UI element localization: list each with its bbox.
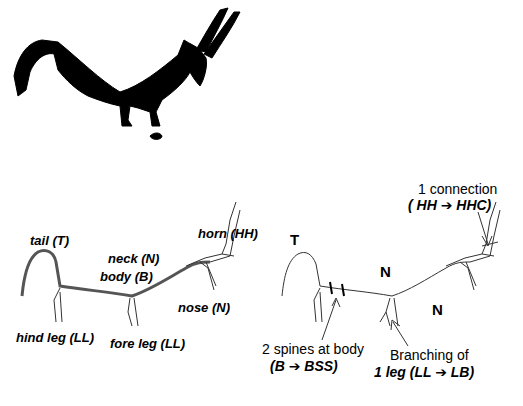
skeleton-lines <box>54 202 240 326</box>
part-label: ( HH ➔ HHC) <box>408 198 491 213</box>
part-label: horn (HH) <box>198 226 258 241</box>
part-label: body (B) <box>100 269 153 284</box>
spine-ticks <box>330 282 344 296</box>
part-label: hind leg (LL) <box>16 330 94 345</box>
animal-silhouette <box>14 8 240 139</box>
leader-lines <box>322 212 492 346</box>
part-label: fore leg (LL) <box>110 336 185 351</box>
part-label: T <box>290 232 299 247</box>
skeleton-lines-right <box>282 202 500 326</box>
part-label: nose (N) <box>178 300 230 315</box>
part-label: 2 spines at body <box>262 342 364 357</box>
part-label: 1 connection <box>418 182 497 197</box>
part-label: Branching of <box>390 348 469 363</box>
part-label: (B ➔ BSS) <box>270 359 338 374</box>
part-label: N <box>380 264 391 279</box>
part-label: 1 leg (LL ➔ LB) <box>374 365 474 380</box>
part-label: tail (T) <box>30 233 69 248</box>
part-label: neck (N) <box>108 251 159 266</box>
part-label: N <box>432 302 443 317</box>
skeleton-thick <box>22 250 210 296</box>
